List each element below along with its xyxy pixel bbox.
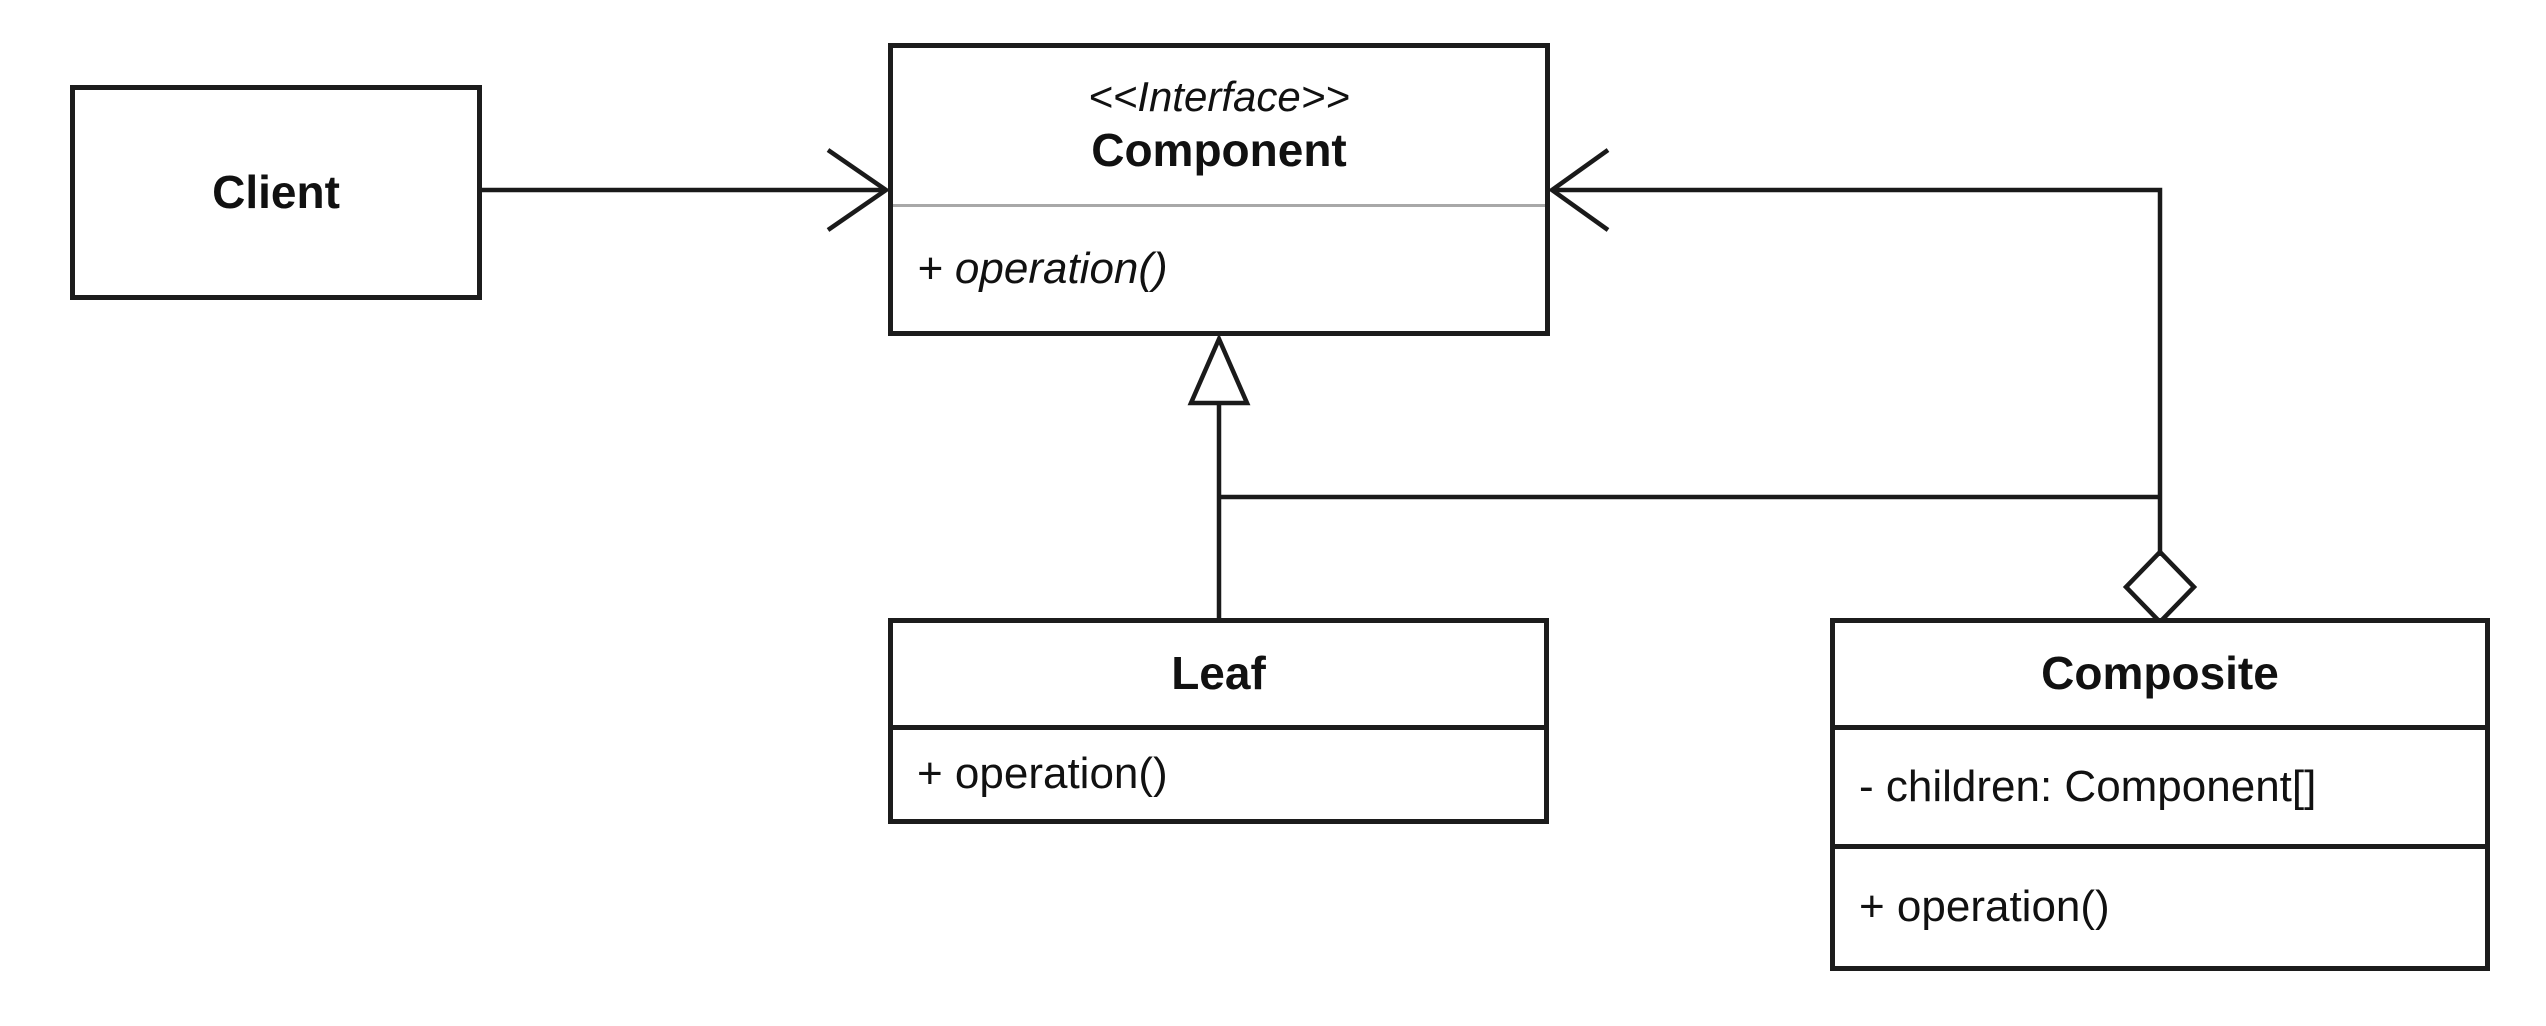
client-class-name: Client bbox=[212, 165, 340, 218]
composition-diamond-icon bbox=[2122, 548, 2198, 626]
leaf-operations-compartment: + operation() bbox=[893, 725, 1544, 819]
composite-attributes-compartment: - children: Component[] bbox=[1835, 725, 2485, 844]
open-arrowhead-icon bbox=[1548, 148, 1610, 232]
component-class-name: Component bbox=[1091, 124, 1347, 177]
class-leaf: Leaf + operation() bbox=[888, 618, 1549, 824]
component-title-compartment: <<Interface>> Component bbox=[893, 48, 1545, 204]
class-client: Client bbox=[70, 85, 482, 300]
composite-operations-compartment: + operation() bbox=[1835, 844, 2485, 966]
leaf-operation: + operation() bbox=[917, 749, 1168, 799]
composite-component-composition-line bbox=[1552, 187, 2163, 556]
class-component: <<Interface>> Component + operation() bbox=[888, 43, 1550, 336]
open-arrowhead-icon bbox=[826, 148, 890, 232]
leaf-title-compartment: Leaf bbox=[893, 623, 1544, 725]
generalization-triangle-icon bbox=[1187, 333, 1251, 406]
client-title-compartment: Client bbox=[75, 90, 477, 295]
composite-title-compartment: Composite bbox=[1835, 623, 2485, 725]
component-operations-compartment: + operation() bbox=[893, 204, 1545, 331]
composite-class-name: Composite bbox=[2041, 647, 2279, 700]
component-operation: + operation() bbox=[917, 243, 1168, 293]
composite-operation: + operation() bbox=[1859, 882, 2110, 932]
component-stereotype: <<Interface>> bbox=[1088, 73, 1350, 121]
class-composite: Composite - children: Component[] + oper… bbox=[1830, 618, 2490, 971]
composite-attribute: - children: Component[] bbox=[1859, 761, 2317, 811]
leaf-class-name: Leaf bbox=[1171, 647, 1266, 700]
